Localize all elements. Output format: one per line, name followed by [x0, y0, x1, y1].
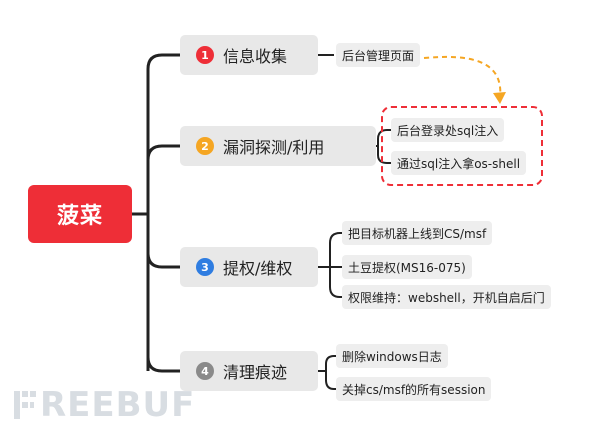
- leaf-label: 把目标机器上线到CS/msf: [348, 226, 487, 241]
- root-node[interactable]: 菠菜: [28, 185, 132, 243]
- leaf-admin-page[interactable]: 后台管理页面: [336, 43, 421, 67]
- relation-arrow: [423, 55, 502, 99]
- leaf-cs-msf-online[interactable]: 把目标机器上线到CS/msf: [342, 221, 493, 245]
- leaf-label: 通过sql注入拿os-shell: [397, 156, 521, 171]
- number-badge-2: 2: [196, 137, 214, 155]
- branch-privesc-persist[interactable]: 3 提权/维权: [180, 247, 318, 287]
- branch-3-connector: [318, 232, 342, 298]
- leaf-label: 权限维持：webshell，开机自启后门: [348, 290, 545, 305]
- leaf-label: 关掉cs/msf的所有session: [342, 382, 486, 397]
- branch-label: 信息收集: [223, 47, 288, 66]
- highlight-dashed-box: [381, 106, 543, 186]
- branch-4-connector: [318, 355, 336, 390]
- branch-label: 漏洞探测/利用: [223, 138, 325, 157]
- freebuf-logo-icon: [14, 391, 36, 419]
- leaf-label: 后台登录处sql注入: [397, 123, 499, 138]
- branch-info-gathering[interactable]: 1 信息收集: [180, 35, 318, 75]
- leaf-potato-privesc[interactable]: 土豆提权(MS16-075): [342, 255, 472, 279]
- freebuf-watermark: REEBUF: [12, 385, 195, 425]
- leaf-label: 删除windows日志: [342, 349, 442, 364]
- number-badge-4: 4: [196, 362, 214, 380]
- branch-label: 提权/维权: [223, 259, 293, 278]
- relation-arrowhead: [493, 92, 506, 104]
- number-badge-1: 1: [196, 46, 214, 64]
- branch-vuln-exploit[interactable]: 2 漏洞探测/利用: [180, 126, 376, 166]
- leaf-sql-injection[interactable]: 后台登录处sql注入: [391, 118, 505, 142]
- watermark-text: REEBUF: [40, 385, 196, 425]
- leaf-os-shell[interactable]: 通过sql注入拿os-shell: [391, 151, 527, 175]
- root-label: 菠菜: [56, 204, 103, 229]
- branch-label: 清理痕迹: [223, 363, 288, 382]
- branch-2-connector: [376, 129, 391, 164]
- branch-cleanup[interactable]: 4 清理痕迹: [180, 351, 318, 391]
- leaf-delete-logs[interactable]: 删除windows日志: [336, 344, 448, 368]
- number-badge-3: 3: [196, 258, 214, 276]
- leaf-persistence[interactable]: 权限维持：webshell，开机自启后门: [342, 285, 551, 309]
- leaf-label: 土豆提权(MS16-075): [348, 260, 466, 275]
- leaf-label: 后台管理页面: [342, 48, 415, 63]
- leaf-kill-sessions[interactable]: 关掉cs/msf的所有session: [336, 377, 492, 401]
- root-connector: [132, 53, 180, 373]
